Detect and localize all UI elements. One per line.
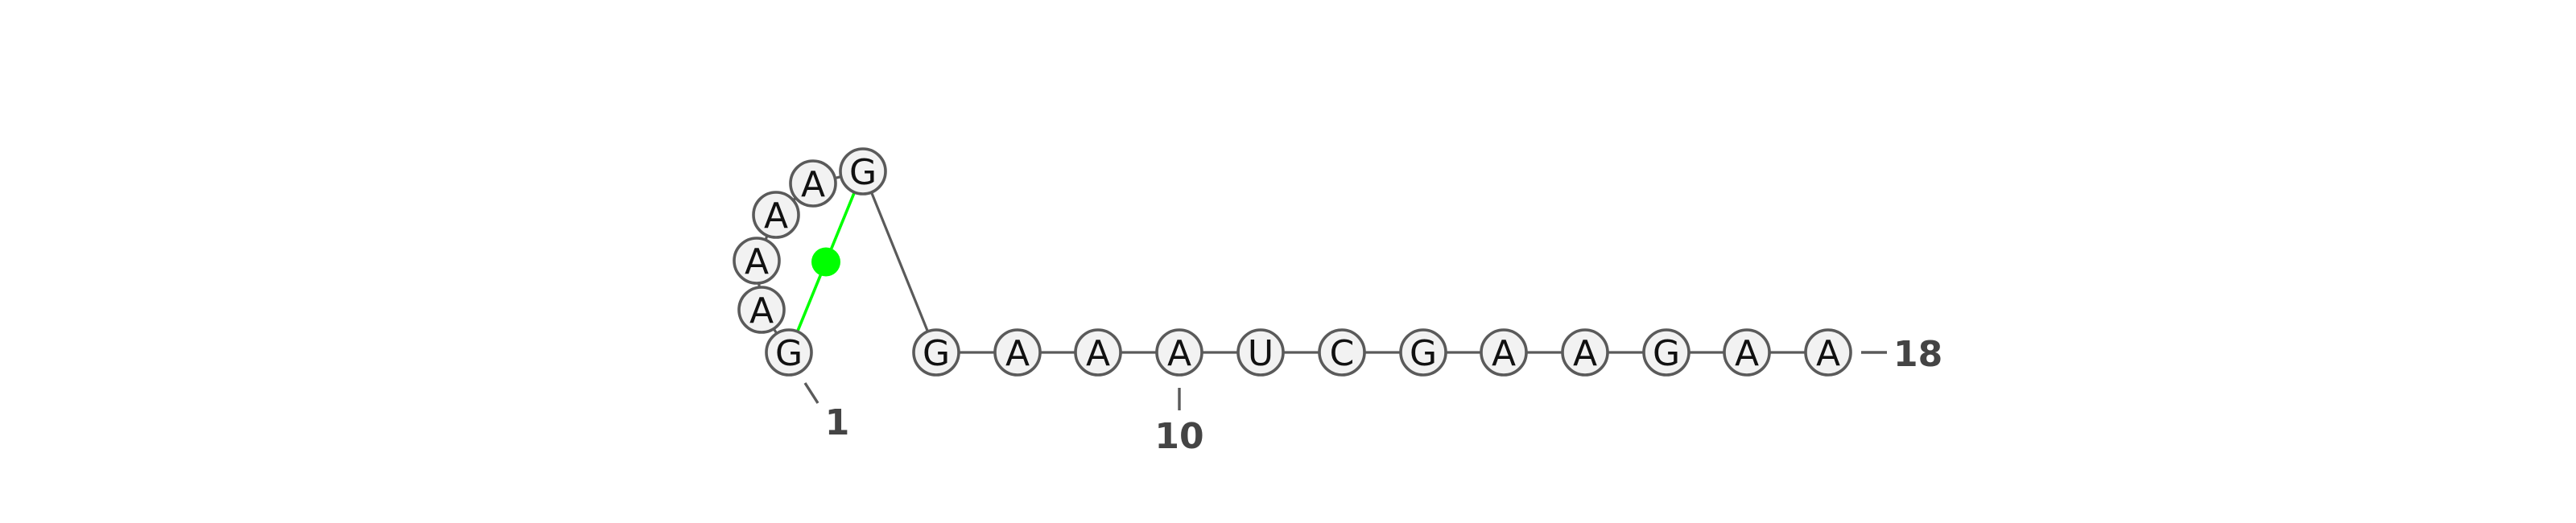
nucleotide-letter: G <box>923 333 950 374</box>
nucleotide-circle <box>1804 328 1852 377</box>
nucleotide-letter: A <box>749 290 774 332</box>
nucleotide-letter: A <box>1086 333 1110 374</box>
base-pair-dot <box>811 247 840 277</box>
nucleotide-circle <box>1642 328 1690 377</box>
nucleotide-circle <box>1723 328 1771 377</box>
nucleotide-letter: G <box>849 152 877 193</box>
nucleotide-circle <box>1236 328 1285 377</box>
nucleotide-circle <box>752 191 800 239</box>
base-pair-layer <box>795 191 857 332</box>
nucleotide-circle <box>1399 328 1447 377</box>
nucleotide-letter: A <box>1816 333 1840 374</box>
nucleotide: A <box>733 237 781 285</box>
backbone-link <box>870 191 929 332</box>
nucleotide-circle <box>1561 328 1609 377</box>
nucleotide-letter: A <box>1735 333 1759 374</box>
nucleotide-letter: G <box>775 333 803 374</box>
backbone-layer <box>758 175 1806 354</box>
position-label-18: 18 <box>1893 334 1942 375</box>
nucleotide-circle <box>789 159 837 208</box>
nucleotide: A <box>993 328 1042 377</box>
nucleotide-letter: U <box>1248 333 1274 374</box>
nucleotide-letter: A <box>745 241 769 282</box>
nucleotide: A <box>737 286 786 334</box>
nucleotide: G <box>1642 328 1690 377</box>
nucleotide: A <box>1155 328 1203 377</box>
nucleotide-circle <box>1480 328 1528 377</box>
nucleotide-circle <box>765 328 813 377</box>
nucleotide-letter: G <box>1410 333 1437 374</box>
nucleotide-letter: A <box>1573 333 1597 374</box>
nucleotide-circle <box>1074 328 1122 377</box>
position-tick <box>803 382 819 404</box>
nucleotide-circle <box>912 328 960 377</box>
position-label-10: 10 <box>1154 416 1203 457</box>
position-label-1: 1 <box>825 402 850 443</box>
nucleotide-letter: A <box>764 196 788 237</box>
nucleotide-letter: A <box>801 164 825 205</box>
nucleotide-circle <box>839 147 887 196</box>
nucleotide: G <box>1399 328 1447 377</box>
nucleotide-letter: G <box>1653 333 1680 374</box>
nucleotide: A <box>789 159 837 208</box>
nucleotide-letter: C <box>1330 333 1355 374</box>
nucleotide-circle <box>1318 328 1366 377</box>
nucleotide: A <box>1074 328 1122 377</box>
nucleotide: G <box>839 147 887 196</box>
nucleotide-letter: A <box>1167 333 1191 374</box>
nucleotide: G <box>912 328 960 377</box>
nucleotide: C <box>1318 328 1366 377</box>
nucleotide: A <box>1804 328 1852 377</box>
nucleotide-circle <box>993 328 1042 377</box>
nucleotide: A <box>752 191 800 239</box>
nucleotide: G <box>765 328 813 377</box>
nucleotide: A <box>1480 328 1528 377</box>
nucleotide-circle <box>733 237 781 285</box>
nucleotide: A <box>1561 328 1609 377</box>
nucleotide-circle <box>1155 328 1203 377</box>
nucleotide-circle <box>737 286 786 334</box>
position-label-layer: 1 10 18 <box>803 334 1942 457</box>
nucleotide-letter: A <box>1005 333 1030 374</box>
nucleotide-letter: A <box>1492 333 1516 374</box>
nucleotide: A <box>1723 328 1771 377</box>
nucleotide: U <box>1236 328 1285 377</box>
